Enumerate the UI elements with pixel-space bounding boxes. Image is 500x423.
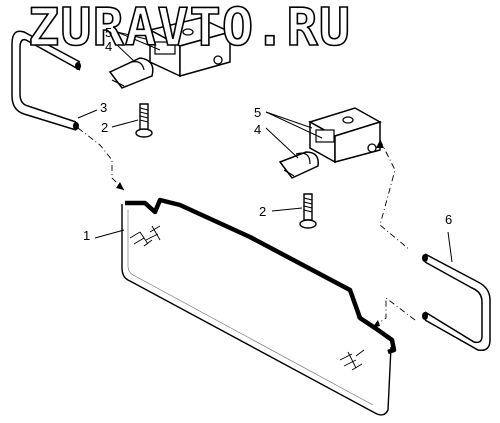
bolt-left: [135, 103, 153, 138]
guide-arrows: [116, 140, 384, 328]
callout-block-left: 5: [105, 25, 113, 40]
watermark-text: ZURAVTO.RU: [27, 0, 352, 58]
callout-clip-right: 4: [254, 122, 262, 137]
assembly-guide-lines: [77, 127, 416, 329]
callout-rod-right: 6: [445, 212, 453, 227]
leader-lines: [77, 31, 453, 263]
callout-visor: 1: [83, 228, 91, 243]
callout-bolt-left: 2: [101, 120, 109, 135]
callout-rod-left: 3: [100, 100, 108, 115]
bolt-right: [299, 193, 317, 229]
clip-right: [278, 151, 319, 179]
clip-left: [108, 57, 154, 89]
callout-block-right: 5: [254, 105, 262, 120]
block-right: [308, 107, 382, 164]
rod-left: [11, 30, 81, 131]
rod-right: [422, 253, 491, 352]
callout-bolt-right: 2: [259, 204, 267, 219]
callout-clip-left: 4: [105, 39, 113, 54]
sun-visor-panel: [121, 197, 397, 416]
block-left: [147, 17, 233, 78]
